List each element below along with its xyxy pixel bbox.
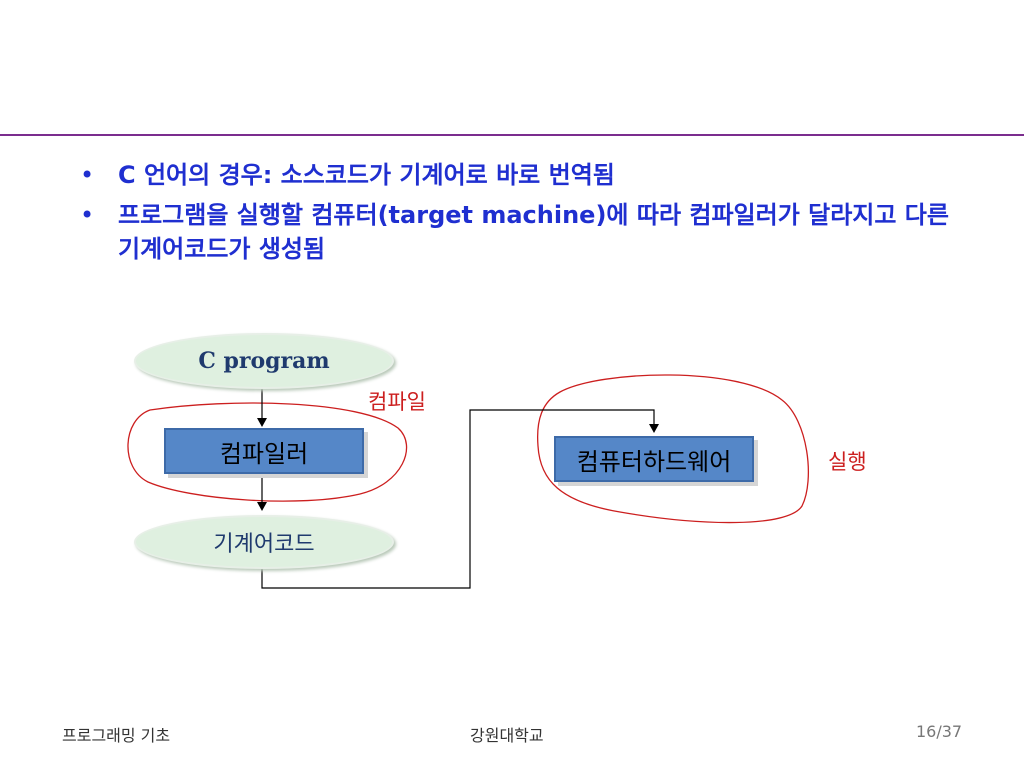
execute-label: 실행 xyxy=(828,450,867,474)
footer-page-number: 16/37 xyxy=(916,722,963,741)
bullet-text: 프로그램을 실행할 컴퓨터(target machine)에 따라 컴파일러가 … xyxy=(118,201,949,263)
arrowhead xyxy=(649,424,659,433)
bullet-marker: • xyxy=(80,201,95,229)
arrowhead xyxy=(257,502,267,511)
computer-hardware-node: 컴퓨터하드웨어 xyxy=(554,436,754,482)
hardware-highlight-loop xyxy=(536,374,810,524)
bullet-text: C 언어의 경우: 소스코드가 기계어로 바로 번역됨 xyxy=(118,161,615,189)
machine-code-node: 기계어코드 xyxy=(134,515,394,569)
bullet-list: • C 언어의 경우: 소스코드가 기계어로 바로 번역됨 • 프로그램을 실행… xyxy=(78,158,978,272)
c-program-node: C program xyxy=(134,333,394,389)
title-divider xyxy=(0,134,1024,136)
footer-university: 강원대학교 xyxy=(470,726,544,745)
compiler-node: 컴파일러 xyxy=(164,428,364,474)
compiler-highlight-loop xyxy=(127,402,408,502)
arrow-machine-code-to-hardware xyxy=(261,409,655,589)
arrowhead xyxy=(257,418,267,427)
bullet-item: • C 언어의 경우: 소스코드가 기계어로 바로 번역됨 xyxy=(78,158,978,192)
footer-course-title: 프로그래밍 기초 xyxy=(62,726,171,745)
compile-label: 컴파일 xyxy=(368,390,426,414)
bullet-item: • 프로그램을 실행할 컴퓨터(target machine)에 따라 컴파일러… xyxy=(78,198,978,266)
bullet-marker: • xyxy=(80,161,95,189)
